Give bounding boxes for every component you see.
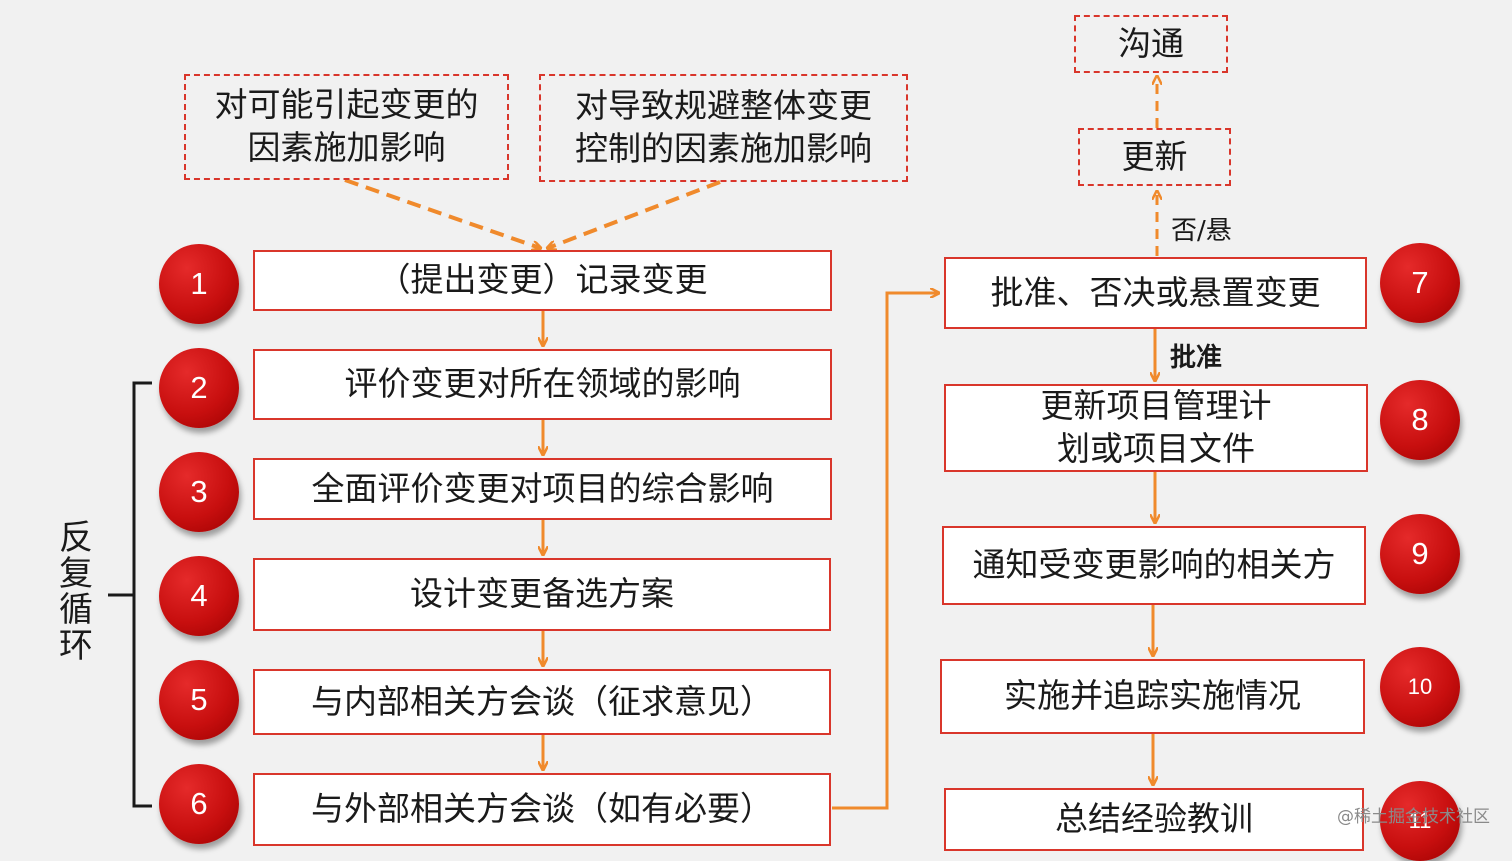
step-number-4: 4: [159, 556, 239, 636]
step-box-5: 与内部相关方会谈（征求意见）: [253, 669, 831, 735]
step-number-5: 5: [159, 660, 239, 740]
influence-box-circumvent-text: 对导致规避整体变更 控制的因素施加影响: [575, 86, 872, 168]
step-box-3: 全面评价变更对项目的综合影响: [253, 458, 832, 520]
step-text-9: 通知受变更影响的相关方: [972, 545, 1336, 585]
step-text-8: 更新项目管理计 划或项目文件: [1040, 386, 1272, 468]
influence-arrow-left: [344, 178, 540, 248]
step-number-1: 1: [159, 244, 239, 324]
step-number-3: 3: [159, 452, 239, 532]
influence-box-circumvent: 对导致规避整体变更 控制的因素施加影响: [539, 74, 908, 182]
step-text-11: 总结经验教训: [1055, 799, 1253, 839]
step-number-11: 11: [1380, 781, 1460, 861]
step-box-1: （提出变更）记录变更: [253, 250, 832, 311]
update-box: 更新: [1078, 128, 1231, 186]
step-number-9: 9: [1380, 514, 1460, 594]
step-number-7: 7: [1380, 243, 1460, 323]
influence-arrow-right: [548, 180, 721, 248]
step-number-2: 2: [159, 348, 239, 428]
influence-box-factors-text: 对可能引起变更的 因素施加影响: [214, 85, 479, 167]
step-number-10: 10: [1380, 647, 1460, 727]
step-box-11: 总结经验教训: [944, 788, 1364, 851]
step-box-6: 与外部相关方会谈（如有必要）: [253, 773, 831, 846]
step-text-2: 评价变更对所在领域的影响: [344, 364, 741, 404]
step-text-7: 批准、否决或悬置变更: [990, 272, 1321, 312]
step-text-3: 全面评价变更对项目的综合影响: [311, 468, 774, 508]
edge-label-reject-suspend: 否/悬: [1171, 216, 1232, 246]
edge-label-approve: 批准: [1170, 343, 1223, 373]
step-number-6: 6: [159, 764, 239, 844]
step-box-9: 通知受变更影响的相关方: [942, 526, 1366, 605]
update-text: 更新: [1121, 136, 1188, 176]
step-box-2: 评价变更对所在领域的影响: [253, 349, 832, 420]
step-text-5: 与内部相关方会谈（征求意见）: [311, 681, 773, 721]
communicate-box: 沟通: [1074, 15, 1228, 73]
step-box-10: 实施并追踪实施情况: [940, 659, 1365, 734]
influence-box-factors: 对可能引起变更的 因素施加影响: [184, 74, 509, 180]
loop-label: 反复循环: [59, 518, 93, 666]
step-text-10: 实施并追踪实施情况: [1004, 676, 1301, 716]
step-text-4: 设计变更备选方案: [410, 574, 674, 614]
step-text-6: 与外部相关方会谈（如有必要）: [311, 789, 773, 829]
step-box-8: 更新项目管理计 划或项目文件: [944, 384, 1368, 472]
loop-brace: [108, 381, 152, 808]
communicate-text: 沟通: [1118, 23, 1184, 63]
arrow-6-7: [832, 293, 938, 810]
step-box-4: 设计变更备选方案: [253, 558, 831, 631]
brand-watermark: @稀土掘金技术社区: [1337, 807, 1490, 827]
step-box-7: 批准、否决或悬置变更: [944, 257, 1367, 329]
step-text-1: （提出变更）记录变更: [377, 260, 708, 300]
step-number-8: 8: [1380, 380, 1460, 460]
